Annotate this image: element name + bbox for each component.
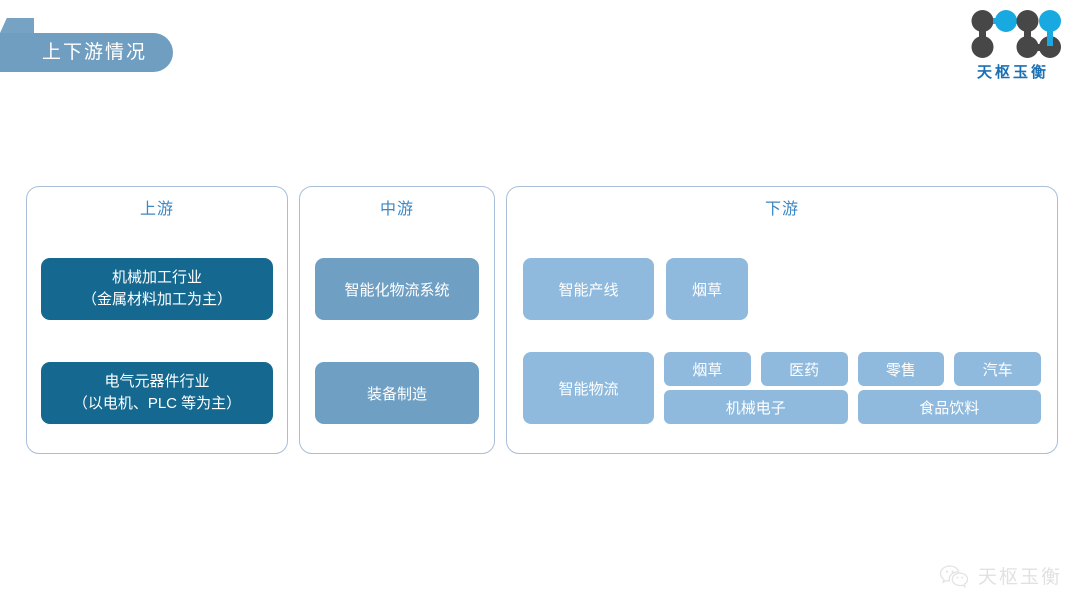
card-midstream: 中游 智能化物流系统 装备制造: [299, 186, 495, 454]
downstream-row-production: 智能产线 烟草: [523, 258, 748, 320]
downstream-tag-0-1[interactable]: 医药: [760, 352, 848, 386]
card-downstream: 下游 智能产线 烟草 智能物流 烟草 医药 零售 汽车 机械电子 食品饮料: [506, 186, 1058, 454]
downstream-item-smart-logistics[interactable]: 智能物流: [523, 352, 654, 424]
logo-mark-icon: [971, 10, 1061, 58]
card-title-upstream: 上游: [139, 201, 174, 218]
card-title-downstream: 下游: [764, 201, 799, 218]
midstream-item-1[interactable]: 装备制造: [315, 362, 479, 424]
slide-title-banner: 上下游情况: [0, 18, 174, 72]
downstream-tag-row-1: 机械电子 食品饮料: [664, 390, 1041, 424]
ribbon-tail-shape: [0, 18, 34, 33]
upstream-item-1-line2: （以电机、PLC 等为主）: [72, 395, 242, 412]
downstream-tag-1-0[interactable]: 机械电子: [664, 390, 848, 424]
downstream-tag-0-0[interactable]: 烟草: [664, 352, 751, 386]
downstream-tag-0-3[interactable]: 汽车: [954, 352, 1041, 386]
downstream-tag-tobacco-row1[interactable]: 烟草: [666, 258, 748, 320]
upstream-item-0-line2: （金属材料加工为主）: [81, 291, 232, 308]
footer-watermark: 天枢玉衡: [939, 564, 1062, 590]
brand-logo: 天枢玉衡: [960, 8, 1066, 84]
downstream-tag-1-1[interactable]: 食品饮料: [857, 390, 1041, 424]
ribbon-body: 上下游情况: [0, 33, 174, 72]
page-title: 上下游情况: [42, 42, 148, 63]
downstream-tag-0-2[interactable]: 零售: [857, 352, 945, 386]
supply-chain-diagram: 上游 机械加工行业 （金属材料加工为主） 电气元器件行业 （以电机、PLC 等为…: [26, 186, 1058, 454]
card-title-midstream: 中游: [379, 201, 414, 218]
upstream-item-1[interactable]: 电气元器件行业 （以电机、PLC 等为主）: [41, 362, 273, 424]
downstream-tag-row-0: 烟草 医药 零售 汽车: [664, 352, 1041, 386]
upstream-item-0[interactable]: 机械加工行业 （金属材料加工为主）: [41, 258, 273, 320]
logo-text: 天枢玉衡: [976, 64, 1049, 81]
upstream-item-0-line1: 机械加工行业: [111, 269, 202, 287]
downstream-item-smart-line[interactable]: 智能产线: [523, 258, 654, 320]
upstream-item-1-line1: 电气元器件行业: [104, 373, 210, 391]
midstream-item-0[interactable]: 智能化物流系统: [315, 258, 479, 320]
downstream-row-logistics: 智能物流 烟草 医药 零售 汽车 机械电子 食品饮料: [523, 352, 1041, 424]
watermark-text: 天枢玉衡: [977, 566, 1062, 588]
wechat-icon: [939, 565, 969, 588]
downstream-tag-grid: 烟草 医药 零售 汽车 机械电子 食品饮料: [664, 352, 1041, 424]
card-upstream: 上游 机械加工行业 （金属材料加工为主） 电气元器件行业 （以电机、PLC 等为…: [26, 186, 288, 454]
